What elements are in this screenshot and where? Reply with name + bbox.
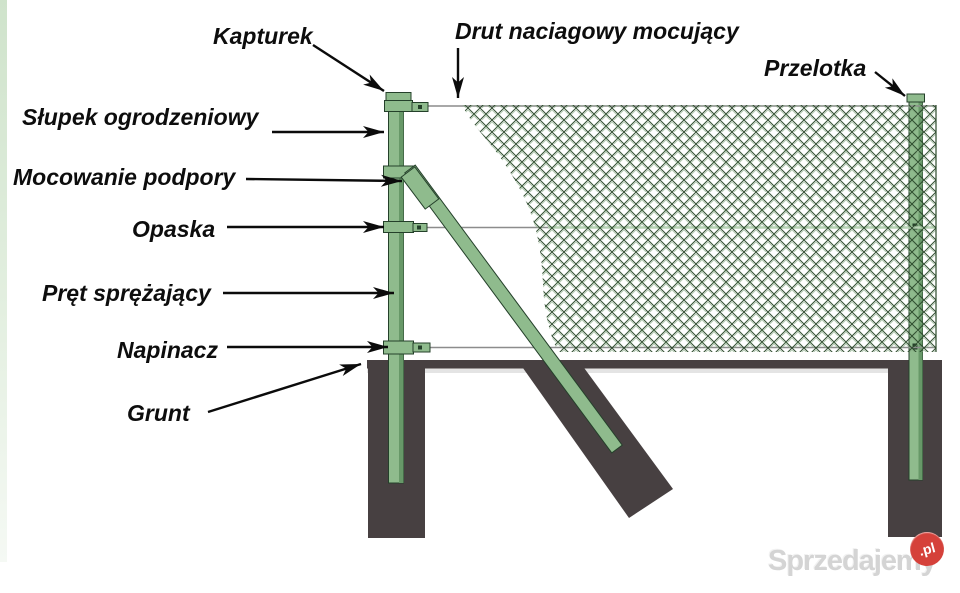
watermark-suffix: .pl xyxy=(917,539,937,559)
left-post-shading xyxy=(399,100,404,483)
label-napinacz: Napinacz xyxy=(117,337,218,363)
opaska-band xyxy=(383,221,414,233)
label-drut-naciagowy: Drut naciagowy mocujący xyxy=(455,18,739,44)
top-wire-bolt xyxy=(418,105,422,109)
arrow-grunt xyxy=(207,362,362,414)
diagonal-brace xyxy=(400,164,623,454)
right-post-cap xyxy=(906,93,925,103)
top-collar xyxy=(384,100,413,112)
label-pret: Pręt sprężający xyxy=(42,280,211,306)
napinacz-bolt xyxy=(418,345,422,350)
label-slupek: Słupek ogrodzeniowy xyxy=(22,104,259,130)
watermark: Sprzedajemy .pl xyxy=(768,528,958,590)
arrow-kapturek xyxy=(312,43,385,93)
callout-arrows xyxy=(207,43,906,414)
ground-shadow xyxy=(367,368,942,373)
brace-footing xyxy=(518,361,673,518)
label-przelotka: Przelotka xyxy=(764,55,867,81)
chain-link-mesh xyxy=(462,105,937,352)
opaska-bolt xyxy=(417,225,421,230)
label-opaska: Opaska xyxy=(132,216,216,242)
ground-strip xyxy=(367,360,942,369)
ground xyxy=(367,360,942,538)
arrow-przelotka xyxy=(874,71,906,97)
brace-mount-collar xyxy=(400,166,440,210)
label-mocowanie: Mocowanie podpory xyxy=(13,164,236,190)
mesh-panel xyxy=(462,105,936,352)
watermark-brand: Sprzedajemy xyxy=(768,545,937,577)
brace-bar xyxy=(404,164,623,454)
arrow-mocowanie xyxy=(245,174,403,187)
label-grunt: Grunt xyxy=(127,400,190,426)
label-kapturek: Kapturek xyxy=(213,23,313,49)
left-edge-green-strip xyxy=(0,0,7,562)
kapturek-cap xyxy=(385,92,412,101)
